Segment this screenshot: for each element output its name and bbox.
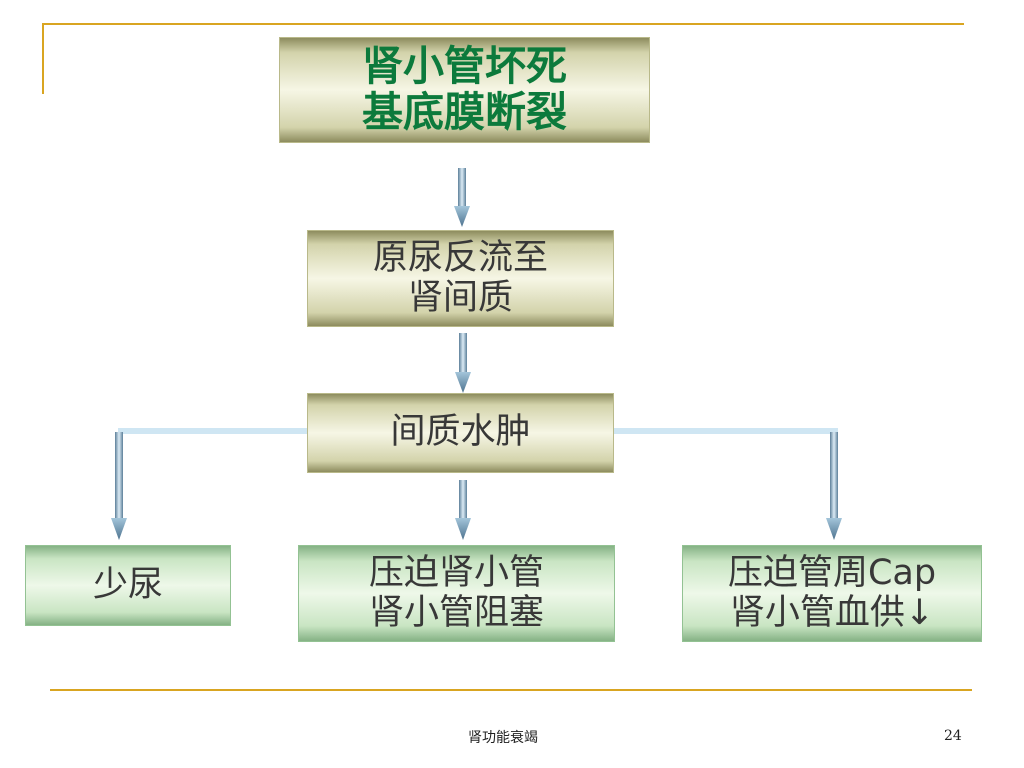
interstitial-edema-box: 间质水肿 bbox=[307, 393, 614, 473]
capillary-compression-line1: 压迫管周Cap bbox=[727, 553, 937, 594]
oliguria-box: 少尿 bbox=[25, 545, 231, 626]
urine-reflux-box: 原尿反流至 肾间质 bbox=[307, 230, 614, 327]
urine-reflux-line2: 肾间质 bbox=[407, 277, 513, 318]
connector-right bbox=[614, 428, 842, 540]
arrow-step2-to-step3 bbox=[455, 333, 471, 393]
connector-left bbox=[111, 428, 308, 540]
interstitial-edema-label: 间质水肿 bbox=[390, 412, 531, 453]
top-cause-line2: 基底膜断裂 bbox=[362, 88, 567, 136]
footer-title: 肾功能衰竭 bbox=[468, 730, 538, 746]
top-cause-box: 肾小管坏死 基底膜断裂 bbox=[279, 37, 650, 143]
urine-reflux-line1: 原尿反流至 bbox=[372, 238, 548, 279]
capillary-compression-box: 压迫管周Cap 肾小管血供↓ bbox=[682, 545, 982, 642]
top-cause-line1: 肾小管坏死 bbox=[362, 42, 567, 91]
footer-rule bbox=[50, 689, 972, 691]
arrow-step3-to-middle bbox=[455, 480, 471, 540]
page-number: 24 bbox=[944, 728, 962, 744]
arrow-top-to-step2 bbox=[454, 168, 470, 227]
oliguria-label: 少尿 bbox=[92, 564, 163, 605]
tubule-compression-box: 压迫肾小管 肾小管阻塞 bbox=[298, 545, 615, 642]
tubule-compression-line2: 肾小管阻塞 bbox=[368, 592, 544, 633]
left-rule bbox=[42, 23, 44, 94]
tubule-compression-line1: 压迫肾小管 bbox=[368, 553, 544, 594]
capillary-compression-line2: 肾小管血供↓ bbox=[729, 592, 935, 633]
top-rule bbox=[42, 23, 964, 25]
